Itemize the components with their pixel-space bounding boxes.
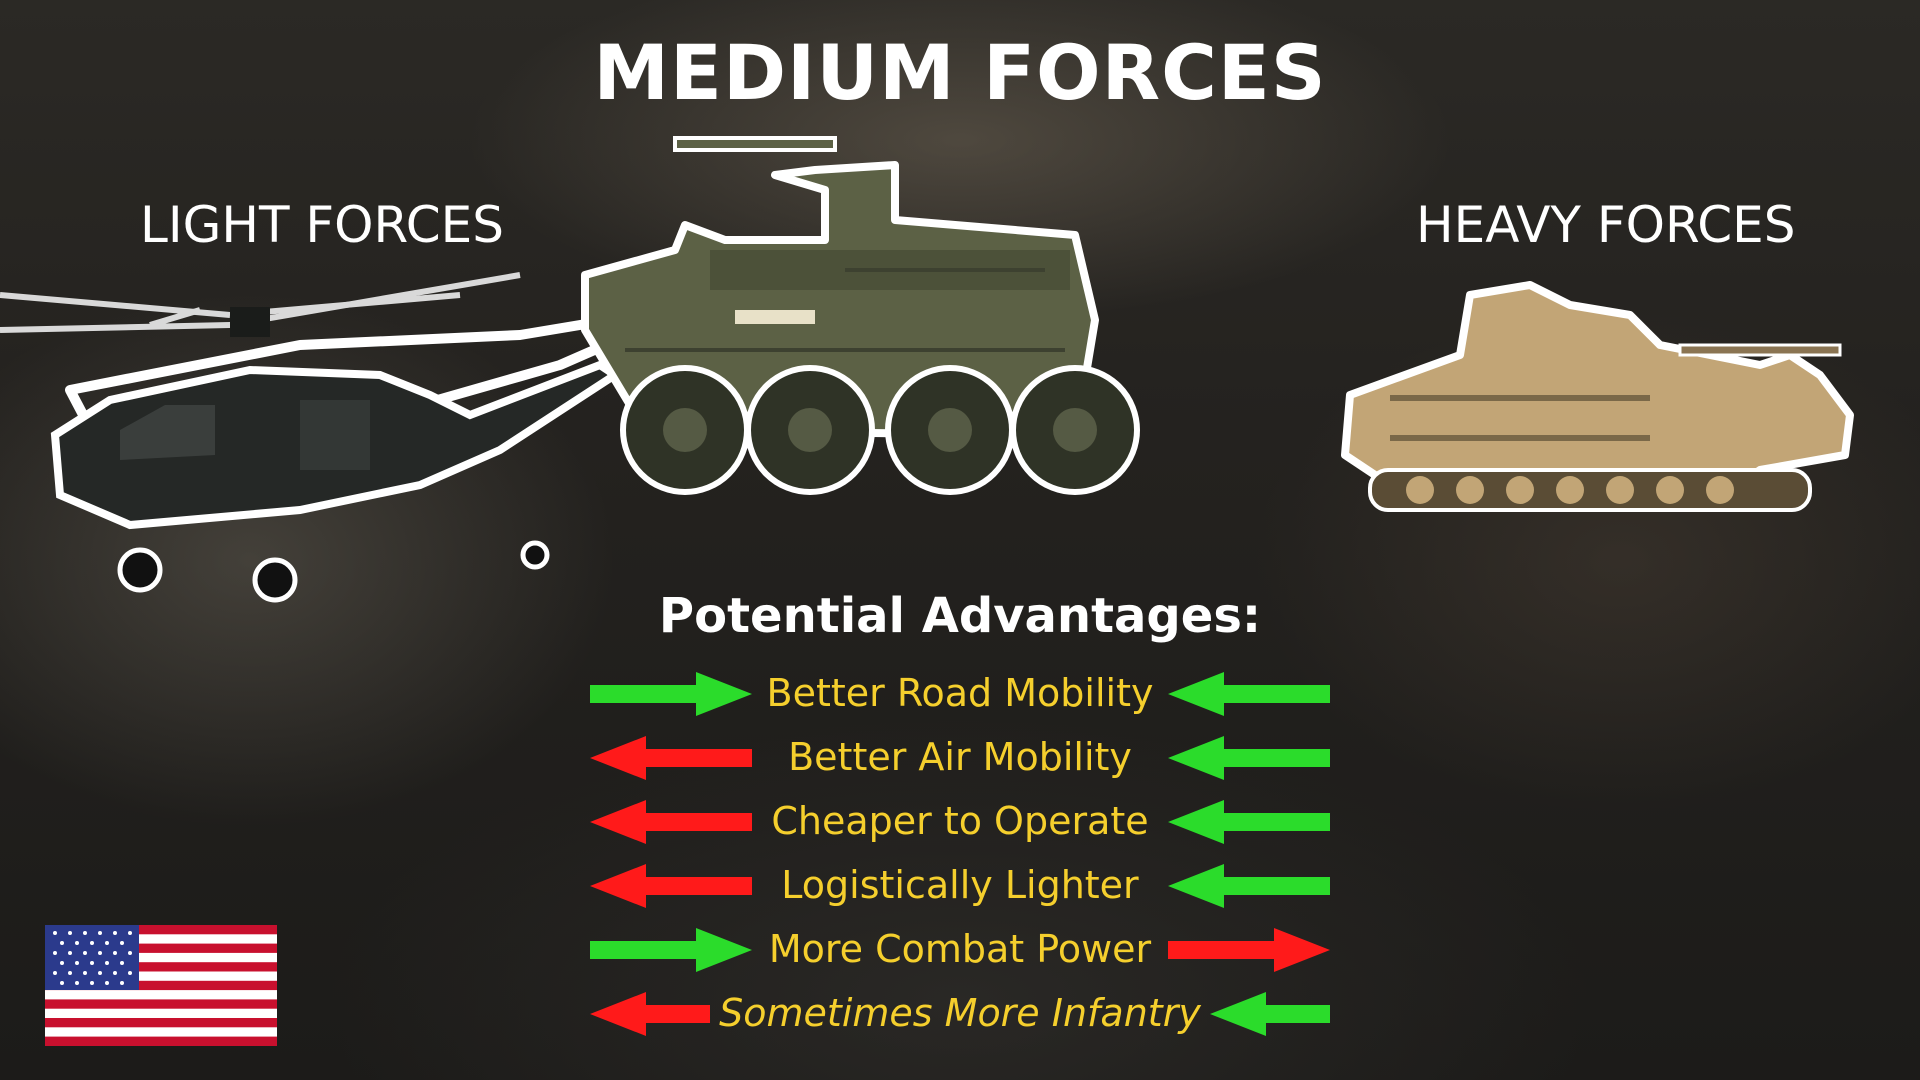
right-arrow-icon-0: [1168, 672, 1330, 716]
light-forces-label: LIGHT FORCES: [140, 196, 504, 254]
right-arrow-icon-2: [1168, 800, 1330, 844]
advantage-row: Cheaper to Operate: [590, 792, 1330, 856]
advantage-row: Sometimes More Infantry: [590, 984, 1330, 1048]
left-arrow-icon-0: [590, 672, 752, 716]
left-arrow-icon-3: [590, 864, 752, 908]
advantage-label: Better Road Mobility: [766, 671, 1154, 715]
page-title: MEDIUM FORCES: [593, 28, 1327, 117]
bradley-vehicle-image: [1341, 281, 1854, 512]
advantage-label: Better Air Mobility: [788, 735, 1132, 779]
heavy-forces-label: HEAVY FORCES: [1416, 196, 1796, 254]
left-arrow-icon-4: [590, 928, 752, 972]
advantage-label: Cheaper to Operate: [771, 799, 1149, 843]
left-arrow-icon-2: [590, 800, 752, 844]
advantage-label: Logistically Lighter: [781, 863, 1139, 907]
right-arrow-icon-1: [1168, 736, 1330, 780]
right-arrow-icon-4: [1168, 928, 1330, 972]
right-arrow-icon-5: [1210, 992, 1330, 1036]
advantage-row: Logistically Lighter: [590, 856, 1330, 920]
us-flag-icon: [45, 925, 277, 1046]
advantage-row: More Combat Power: [590, 920, 1330, 984]
advantage-label: Sometimes More Infantry: [719, 991, 1201, 1035]
left-arrow-icon-1: [590, 736, 752, 780]
left-arrow-icon-5: [590, 992, 710, 1036]
advantage-row: Better Road Mobility: [590, 664, 1330, 728]
advantages-heading: Potential Advantages:: [658, 588, 1262, 644]
advantage-row: Better Air Mobility: [590, 728, 1330, 792]
stryker-vehicle-image: [581, 136, 1140, 495]
advantage-label: More Combat Power: [768, 927, 1152, 971]
right-arrow-icon-3: [1168, 864, 1330, 908]
